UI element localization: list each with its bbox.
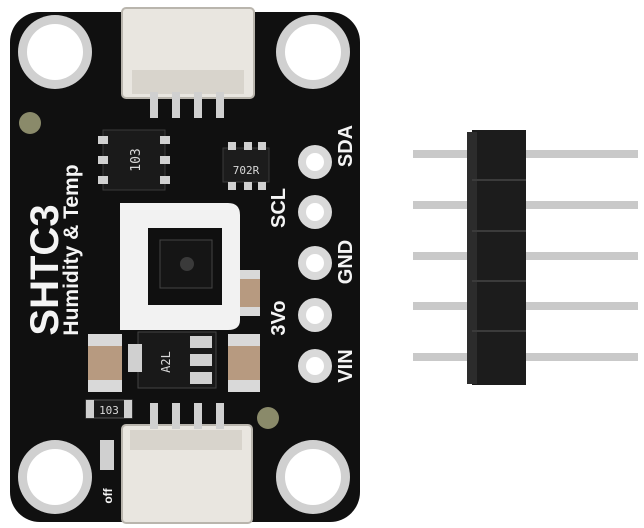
- mounting-hole-bottom-right: [276, 440, 350, 514]
- connector-bottom: [121, 403, 253, 524]
- switch-label: off: [101, 487, 115, 503]
- sensor-area: [120, 203, 240, 330]
- header-plastic: [472, 130, 526, 385]
- capacitor-left: [88, 334, 122, 392]
- pin-label-scl: SCL: [268, 188, 290, 228]
- mounting-hole-bottom-left: [18, 440, 92, 514]
- switch-pad: [100, 440, 114, 470]
- resistor-code-bottom: 103: [99, 404, 119, 417]
- pin-header: [413, 130, 638, 385]
- mounting-hole-top-right: [276, 15, 350, 89]
- pin-pad-3vo: 3Vo: [268, 298, 332, 336]
- pin-label-gnd: GND: [335, 240, 357, 284]
- fiducial-bottom: [257, 407, 279, 429]
- pin-label-vin: VIN: [335, 349, 357, 382]
- pin-pad-sda: SDA: [298, 125, 357, 179]
- pin-label-sda: SDA: [335, 125, 357, 167]
- capacitor-right: [228, 334, 260, 392]
- regulator-marking: A2L: [159, 351, 173, 373]
- mounting-hole-top-left: [18, 15, 92, 89]
- resistor-code-top: 103: [129, 148, 144, 171]
- ic-top-right: 702R: [222, 142, 270, 190]
- pin-label-3vo: 3Vo: [268, 300, 290, 335]
- pin-pads: SDA SCL GND 3Vo VIN: [268, 125, 357, 383]
- pin-pad-gnd: GND: [298, 240, 357, 284]
- fiducial-top: [19, 112, 41, 134]
- capacitor-small: [240, 270, 260, 316]
- connector-top: [121, 7, 255, 118]
- sensor-chip: [159, 239, 213, 289]
- resistor-network-top: 103: [98, 129, 170, 191]
- ic-marking: 702R: [233, 164, 260, 177]
- board-title: SHTC3: [23, 204, 67, 335]
- pin-pad-vin: VIN: [298, 349, 357, 383]
- regulator: A2L: [128, 331, 217, 389]
- pin-pad-scl: SCL: [268, 188, 332, 229]
- board-subtitle: Humidity & Temp: [60, 164, 83, 335]
- resistor-bottom: 103: [85, 399, 133, 419]
